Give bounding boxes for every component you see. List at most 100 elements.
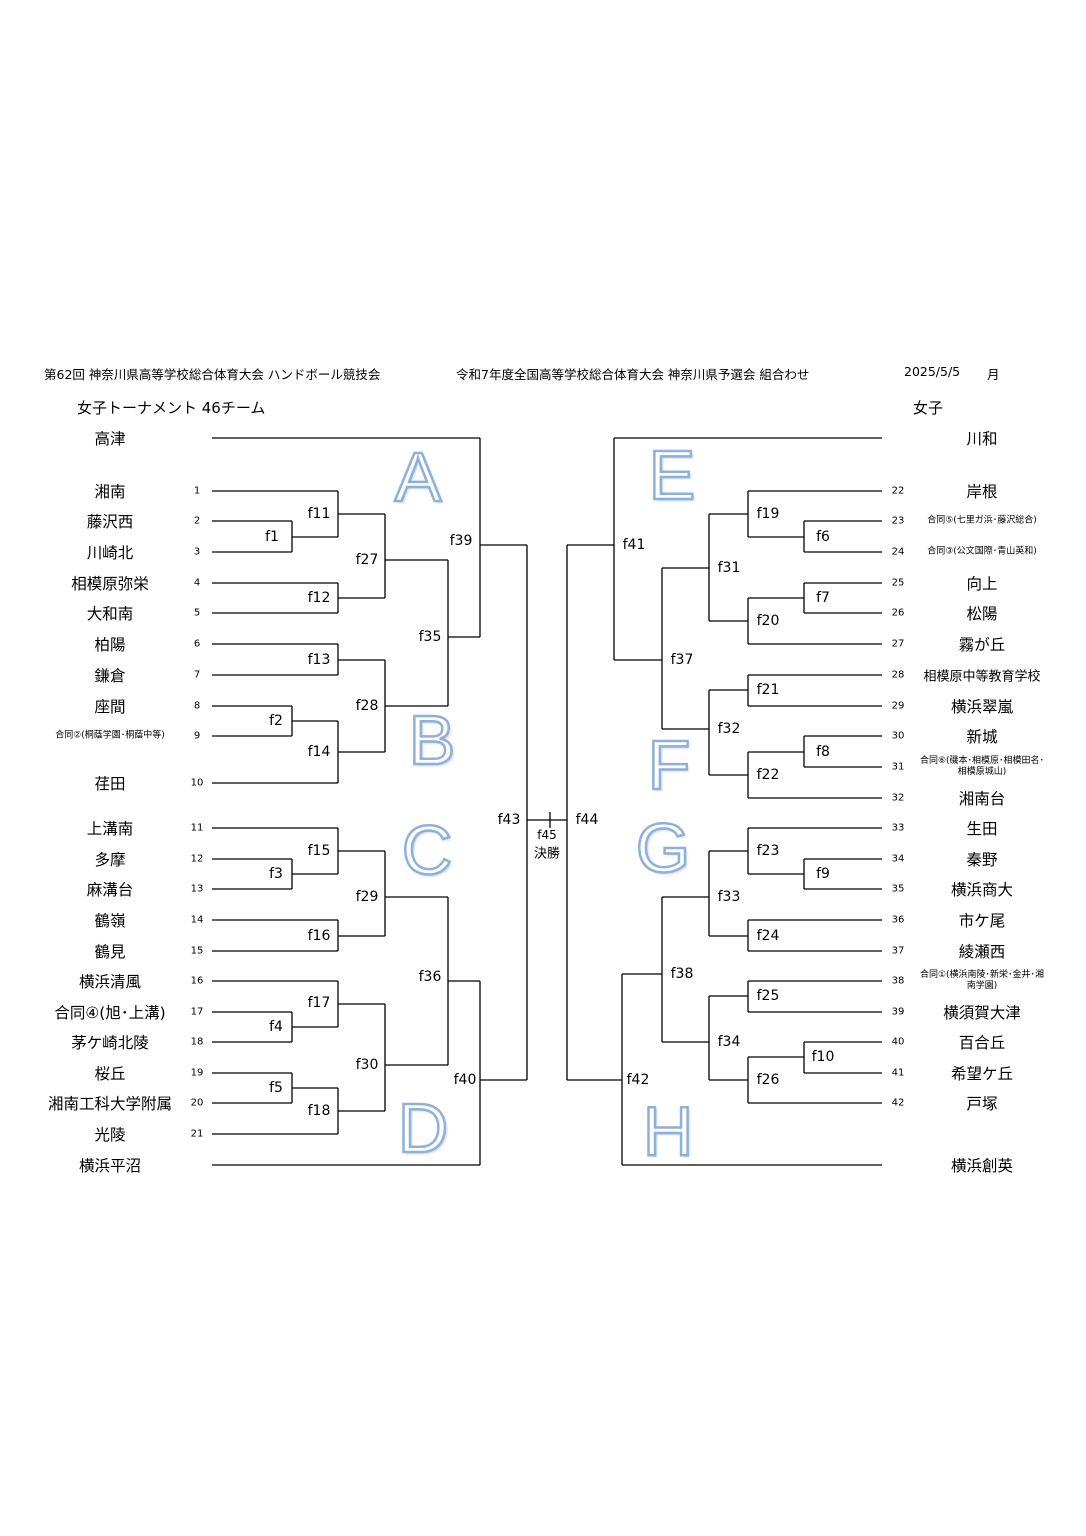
match-label-f14: f14 xyxy=(307,744,331,760)
team-name: 合同⑥(磯本･相模原･相模田名･相模原城山) xyxy=(919,756,1045,777)
seed-number: 42 xyxy=(891,1097,905,1109)
seed-number: 30 xyxy=(891,730,905,742)
team-name: 合同①(横浜南陵･新栄･金井･湘南学園) xyxy=(919,970,1045,991)
match-label-f30: f30 xyxy=(355,1057,379,1073)
block-letter-d: D xyxy=(396,1088,449,1169)
seed-number: 37 xyxy=(891,945,905,957)
team-name: 桜丘 xyxy=(94,1065,126,1083)
seed-number: 7 xyxy=(193,669,201,681)
match-label-f40: f40 xyxy=(453,1072,477,1088)
seed-number: 20 xyxy=(190,1097,204,1109)
team-name: 座間 xyxy=(94,698,126,716)
match-label-f3: f3 xyxy=(269,866,283,882)
match-label-f34: f34 xyxy=(717,1034,741,1050)
seed-number: 39 xyxy=(891,1006,905,1018)
seed-number: 22 xyxy=(891,485,905,497)
match-label-f17: f17 xyxy=(307,995,331,1011)
team-name: 市ケ尾 xyxy=(958,912,1006,930)
seed-number: 33 xyxy=(891,822,905,834)
team-name: 岸根 xyxy=(966,483,998,501)
team-name: 相模原中等教育学校 xyxy=(923,669,1041,685)
match-label-f10: f10 xyxy=(811,1049,835,1065)
seed-number: 12 xyxy=(190,853,204,865)
match-label-f24: f24 xyxy=(756,928,780,944)
team-name: 合同⑤(七里ガ浜･藤沢総合) xyxy=(927,515,1037,526)
team-name: 湘南工科大学附属 xyxy=(47,1095,173,1113)
team-name: 麻溝台 xyxy=(86,881,134,899)
date: 2025/5/5 xyxy=(904,364,961,379)
team-name: 鶴見 xyxy=(94,943,126,961)
team-name: 横須賀大津 xyxy=(943,1004,1021,1022)
team-name: 秦野 xyxy=(966,851,998,869)
match-label-f39: f39 xyxy=(449,533,473,549)
match-label-f35: f35 xyxy=(418,629,442,645)
seed-number: 36 xyxy=(891,914,905,926)
seed-number: 41 xyxy=(891,1067,905,1079)
weekday: 月 xyxy=(987,367,1000,382)
team-name: 相模原弥栄 xyxy=(71,575,149,593)
match-label-f22: f22 xyxy=(756,767,780,783)
team-name: 柏陽 xyxy=(94,636,126,654)
match-label-f15: f15 xyxy=(307,843,331,859)
match-label-f45: f45 xyxy=(537,828,557,842)
match-label-f11: f11 xyxy=(307,506,331,522)
team-name: 湘南台 xyxy=(958,790,1006,808)
team-name: 大和南 xyxy=(86,605,134,623)
seed-number: 17 xyxy=(190,1006,204,1018)
team-name: 高津 xyxy=(94,430,126,448)
team-name: 希望ケ丘 xyxy=(950,1065,1014,1083)
seed-number: 25 xyxy=(891,577,905,589)
match-label-f38: f38 xyxy=(670,966,694,982)
match-label-f42: f42 xyxy=(626,1072,650,1088)
team-name: 横浜創英 xyxy=(950,1157,1014,1175)
seed-number: 31 xyxy=(891,761,905,773)
match-label-f29: f29 xyxy=(355,889,379,905)
match-label-f20: f20 xyxy=(756,613,780,629)
team-name: 荏田 xyxy=(94,775,126,793)
seed-number: 3 xyxy=(193,546,201,558)
seed-number: 13 xyxy=(190,883,204,895)
match-label-f4: f4 xyxy=(269,1019,283,1035)
block-letter-a: A xyxy=(393,437,442,518)
seed-number: 21 xyxy=(190,1128,204,1140)
seed-number: 14 xyxy=(190,914,204,926)
event-subtitle: 令和7年度全国高等学校総合体育大会 神奈川県予選会 組合わせ xyxy=(456,367,810,382)
seed-number: 32 xyxy=(891,792,905,804)
match-label-f9: f9 xyxy=(816,866,830,882)
block-letter-e: E xyxy=(647,435,696,516)
seed-number: 40 xyxy=(891,1036,905,1048)
seed-number: 29 xyxy=(891,700,905,712)
match-label-f6: f6 xyxy=(816,529,830,545)
team-name: 上溝南 xyxy=(86,820,134,838)
right-bracket-title: 女子 xyxy=(913,399,944,417)
team-name: 合同③(公文国際･青山英和) xyxy=(927,546,1037,557)
match-label-f31: f31 xyxy=(717,560,741,576)
match-label-f32: f32 xyxy=(717,721,741,737)
team-name: 霧が丘 xyxy=(958,636,1006,654)
team-name: 向上 xyxy=(966,575,998,593)
team-name: 合同④(旭･上溝) xyxy=(54,1004,166,1022)
team-name: 百合丘 xyxy=(958,1034,1006,1052)
team-name: 松陽 xyxy=(966,605,998,623)
match-label-f8: f8 xyxy=(816,744,830,760)
seed-number: 23 xyxy=(891,515,905,527)
seed-number: 9 xyxy=(193,730,201,742)
seed-number: 8 xyxy=(193,700,201,712)
seed-number: 35 xyxy=(891,883,905,895)
team-name: 鶴嶺 xyxy=(94,912,126,930)
seed-number: 27 xyxy=(891,638,905,650)
team-name: 横浜清風 xyxy=(78,973,142,991)
match-label-f25: f25 xyxy=(756,988,780,1004)
match-label-f12: f12 xyxy=(307,590,331,606)
seed-number: 15 xyxy=(190,945,204,957)
seed-number: 1 xyxy=(193,485,201,497)
match-label-f18: f18 xyxy=(307,1103,331,1119)
team-name: 生田 xyxy=(966,820,998,838)
block-letter-f: F xyxy=(646,725,691,806)
team-name: 光陵 xyxy=(94,1126,126,1144)
match-label-f28: f28 xyxy=(355,698,379,714)
seed-number: 38 xyxy=(891,975,905,987)
team-name: 多摩 xyxy=(94,851,126,869)
seed-number: 18 xyxy=(190,1036,204,1048)
seed-number: 5 xyxy=(193,607,201,619)
